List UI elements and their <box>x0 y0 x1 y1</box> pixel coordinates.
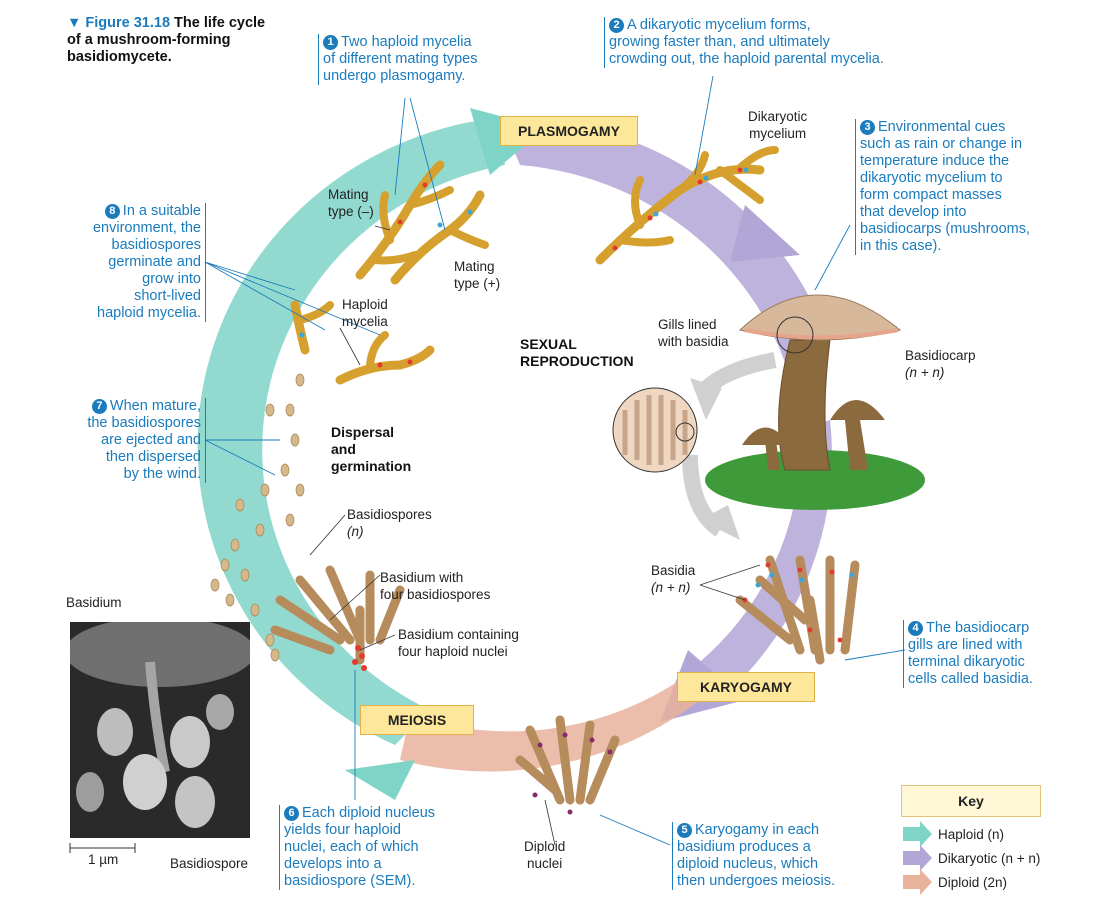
dikaryotic-mycelium-drawing <box>595 146 779 265</box>
key-haploid-label: Haploid (n) <box>938 827 1005 842</box>
stage-meiosis: MEIOSIS <box>360 705 474 735</box>
label-basidia: Basidia(n + n) <box>651 563 696 595</box>
scale-bar <box>69 843 136 853</box>
sem-micrograph <box>70 622 250 838</box>
gray-arrowhead-2 <box>700 505 740 540</box>
key-arrow-haploid <box>903 821 932 847</box>
basidia-nuclei-blue <box>755 572 855 588</box>
dikaryotic-arrowhead-top <box>730 205 800 262</box>
label-basidiospore: Basidiospore <box>170 856 249 871</box>
key-arrow-diploid <box>903 869 932 895</box>
key-arrow-dikaryotic <box>903 845 932 871</box>
label-basidiocarp: Basidiocarp(n + n) <box>905 348 976 380</box>
diploid-arrow <box>400 680 700 772</box>
diploid-nuclei-dots <box>532 732 613 815</box>
basidium-haploid-nuclei <box>352 645 367 671</box>
figure-caption: ▼ Figure 31.18 The life cycle of a mushr… <box>67 15 266 65</box>
basidia-cluster-left <box>270 565 405 665</box>
gray-arrowhead <box>690 378 722 420</box>
basidia-cluster-right <box>735 555 860 665</box>
haploid-mycelia <box>290 300 435 385</box>
nuclei-dots <box>299 167 749 368</box>
mating-plus-mycelium <box>390 190 489 285</box>
figure-caption-text: The life cycle of a mushroom-forming bas… <box>67 15 266 65</box>
gills-zoom-drawing <box>612 387 698 473</box>
key-title: Key <box>901 785 1041 817</box>
basidia-nuclei <box>742 562 843 643</box>
leader-lines <box>204 75 906 846</box>
stage-karyogamy: KARYOGAMY <box>677 672 815 702</box>
label-lines <box>309 225 761 846</box>
label-basidiospores: Basidiospores(n) <box>347 507 432 539</box>
key-dikaryotic-label: Dikaryotic (n + n) <box>938 851 1041 866</box>
stage-plasmogamy: PLASMOGAMY <box>500 116 638 146</box>
dikaryotic-arrow <box>500 117 830 420</box>
key-arrows <box>903 821 932 895</box>
basidiocarp-drawing <box>705 294 925 510</box>
haploid-arrow <box>197 118 505 745</box>
haploid-arrowhead-small <box>345 760 415 800</box>
label-basidium: Basidium <box>66 595 122 610</box>
scale-label: 1 µm <box>88 852 119 867</box>
figure-number: Figure 31.18 <box>85 15 171 31</box>
basidiospores-drawing <box>210 373 305 662</box>
key-diploid-label: Diploid (2n) <box>938 875 1008 890</box>
basidia-cluster-bottom <box>515 715 620 805</box>
